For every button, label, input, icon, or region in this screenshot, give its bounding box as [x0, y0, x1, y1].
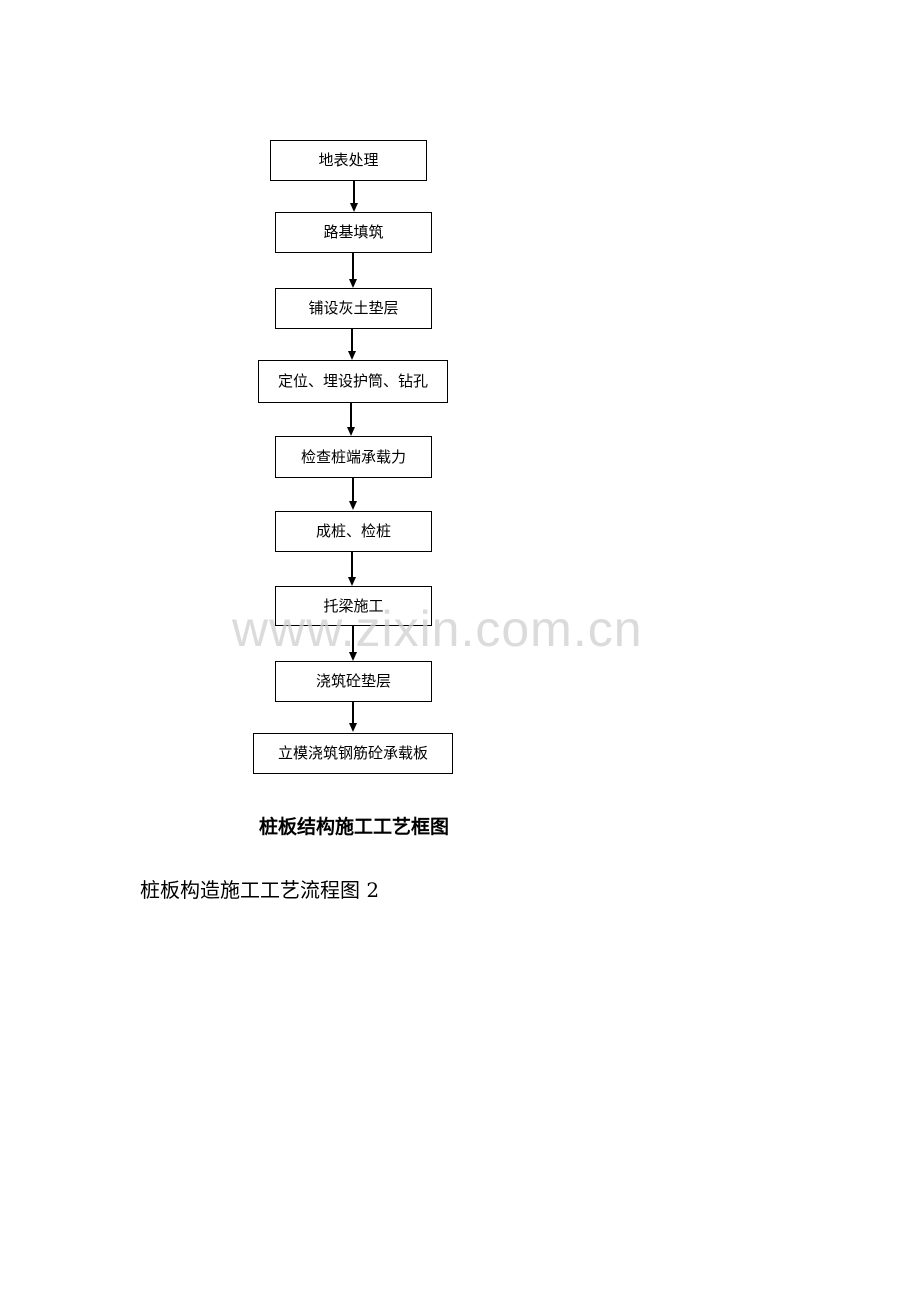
flowchart: 地表处理 路基填筑 铺设灰土垫层 定位、埋设护筒、钻孔 检查桩端承载力 成桩、检… — [253, 140, 453, 774]
flow-step-joist-construction: 托梁施工 — [275, 586, 432, 626]
flow-step-surface-treatment: 地表处理 — [270, 140, 427, 181]
flow-step-positioning-casing-drilling: 定位、埋设护筒、钻孔 — [258, 360, 448, 403]
flow-step-pile-capacity-check: 检查桩端承载力 — [275, 436, 432, 478]
diagram-caption: 桩板结构施工工艺框图 — [259, 816, 450, 838]
flow-step-subgrade-fill: 路基填筑 — [275, 212, 432, 253]
flow-step-pile-forming-inspection: 成桩、检桩 — [275, 511, 432, 552]
flow-step-lime-soil-cushion: 铺设灰土垫层 — [275, 288, 432, 329]
flow-step-bearing-slab-casting: 立模浇筑钢筋砼承载板 — [253, 733, 453, 774]
flow-step-concrete-cushion: 浇筑砼垫层 — [275, 661, 432, 702]
body-paragraph: 桩板构造施工工艺流程图 2 — [140, 878, 380, 902]
